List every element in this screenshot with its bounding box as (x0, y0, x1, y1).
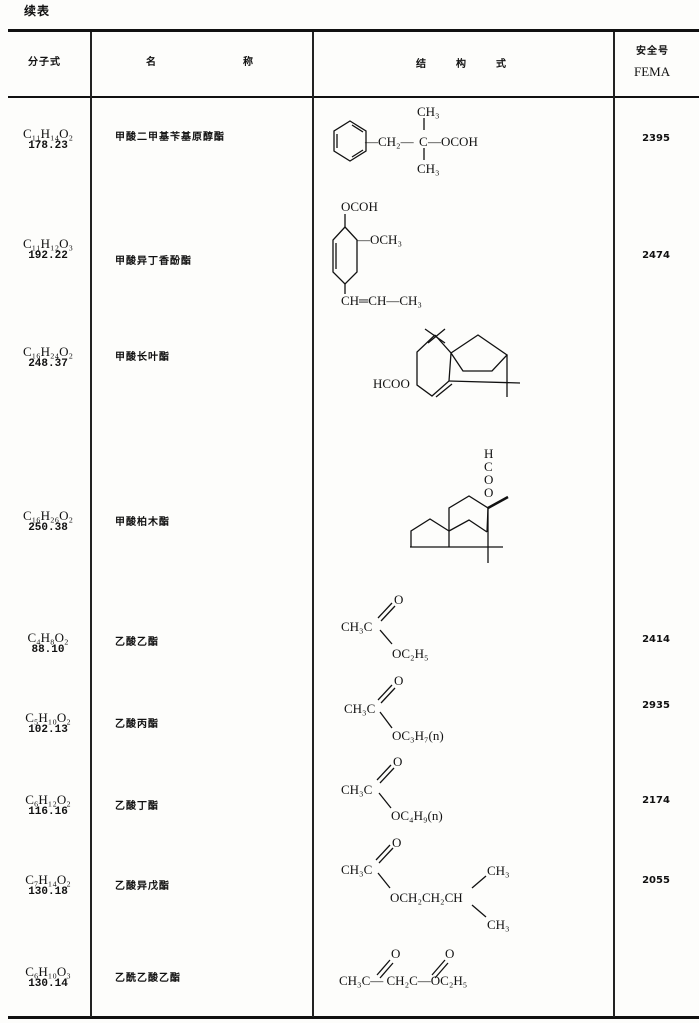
cedryl-skeleton-icon (410, 495, 509, 563)
table-top-rule (8, 29, 699, 32)
struct-label: O (394, 592, 403, 607)
molecular-weight: 130.14 (28, 978, 68, 990)
struct-label: C (484, 459, 493, 474)
struct-label: O (394, 673, 403, 688)
struct-label: OCOH (341, 199, 378, 214)
molecular-formula: C₁₆H₂₆O₂ (22, 508, 74, 523)
struct-label: CH₃C (341, 862, 372, 877)
compound-name: 甲酸异丁香酚酯 (115, 256, 192, 267)
struct-label: CH₃ (487, 917, 510, 932)
molecular-formula: C₄H₈O₂ (27, 630, 69, 645)
compound-name: 甲酸长叶酯 (115, 352, 170, 363)
compound-name: 甲酸二甲基苄基原醇酯 (115, 132, 225, 143)
struct-label: O (391, 946, 400, 961)
header-structure-3: 式 (496, 59, 507, 70)
fema-number: 2055 (642, 875, 670, 886)
struct-label: CH₃C (341, 619, 372, 634)
molecular-weight: 178.23 (28, 140, 68, 152)
compound-name: 乙酸丙酯 (115, 719, 159, 730)
struct-label: OC₄H₉(n) (391, 808, 443, 823)
fema-number: 2935 (642, 700, 670, 711)
fema-number: 2474 (642, 250, 670, 261)
struct-label: HCOO (373, 376, 410, 391)
fema-number: 2395 (642, 133, 670, 144)
struct-label: CH₃C (344, 701, 375, 716)
molecular-weight: 192.22 (28, 250, 68, 262)
compound-name: 甲酸柏木酯 (115, 517, 170, 528)
struct-label: O (392, 835, 401, 850)
molecular-formula: C₆H₁₀O₃ (25, 964, 71, 979)
molecular-formula: C₁₁H₁₂O₃ (22, 236, 74, 251)
struct-label: —OCH₃ (356, 232, 402, 247)
molecular-weight: 250.38 (28, 522, 68, 534)
fema-number: 2174 (642, 795, 670, 806)
benzene-ring-icon (333, 120, 367, 162)
table-bottom-rule (8, 1016, 699, 1019)
struct-label: O (484, 472, 493, 487)
struct-label: CH═CH—CH₃ (341, 293, 422, 308)
fema-number: 2414 (642, 634, 670, 645)
header-fema: FEMA (634, 64, 671, 79)
molecular-formula: C₇H₁₄O₂ (25, 872, 71, 887)
struct-label: O (393, 754, 402, 769)
molecular-weight: 102.13 (28, 724, 68, 736)
struct-label: OC₃H₇(n) (392, 728, 444, 743)
header-structure-2: 构 (456, 59, 467, 70)
column-divider (613, 32, 615, 1017)
struct-label: CH₃ (417, 161, 440, 176)
molecular-weight: 116.16 (28, 806, 68, 818)
compound-name: 乙酸丁酯 (115, 801, 159, 812)
column-divider (312, 32, 314, 1017)
struct-label: —OCOH (427, 134, 478, 149)
table-caption: 续表 (24, 4, 51, 18)
struct-label: C (419, 134, 428, 149)
compound-name: 乙酰乙酸乙酯 (115, 973, 181, 984)
struct-label: O (484, 485, 493, 500)
header-safety-number: 安全号 (636, 46, 669, 57)
struct-label: —CH₂— (364, 134, 415, 149)
longifolyl-skeleton-icon (416, 328, 521, 398)
struct-label: CH₃ (417, 104, 440, 119)
struct-label: OC₂H₅ (392, 646, 429, 661)
molecular-formula: C₅H₁₀O₂ (25, 710, 71, 725)
molecular-formula: C₁₆H₂₄O₂ (22, 344, 74, 359)
header-name-1: 名 (146, 57, 157, 68)
struct-label: O (445, 946, 454, 961)
struct-label: CH₃C (341, 782, 372, 797)
struct-label: OCH₂CH₂CH (390, 890, 463, 905)
header-name-2: 称 (243, 57, 254, 68)
struct-label: CH₃ (487, 863, 510, 878)
molecular-weight: 88.10 (31, 644, 65, 656)
struct-label: H (484, 446, 493, 461)
header-structure-1: 结 (416, 59, 427, 70)
compound-name: 乙酸异戊酯 (115, 881, 170, 892)
molecular-weight: 130.18 (28, 886, 68, 898)
header-formula: 分子式 (28, 57, 61, 68)
molecular-weight: 248.37 (28, 358, 68, 370)
header-bottom-rule (8, 96, 699, 98)
molecular-formula: C₆H₁₂O₂ (25, 792, 71, 807)
compound-name: 乙酸乙酯 (115, 637, 159, 648)
struct-label: CH₃C— CH₂C—OC₂H₅ (339, 973, 467, 988)
molecular-formula: C₁₁H₁₄O₂ (22, 126, 74, 141)
column-divider (90, 32, 92, 1017)
